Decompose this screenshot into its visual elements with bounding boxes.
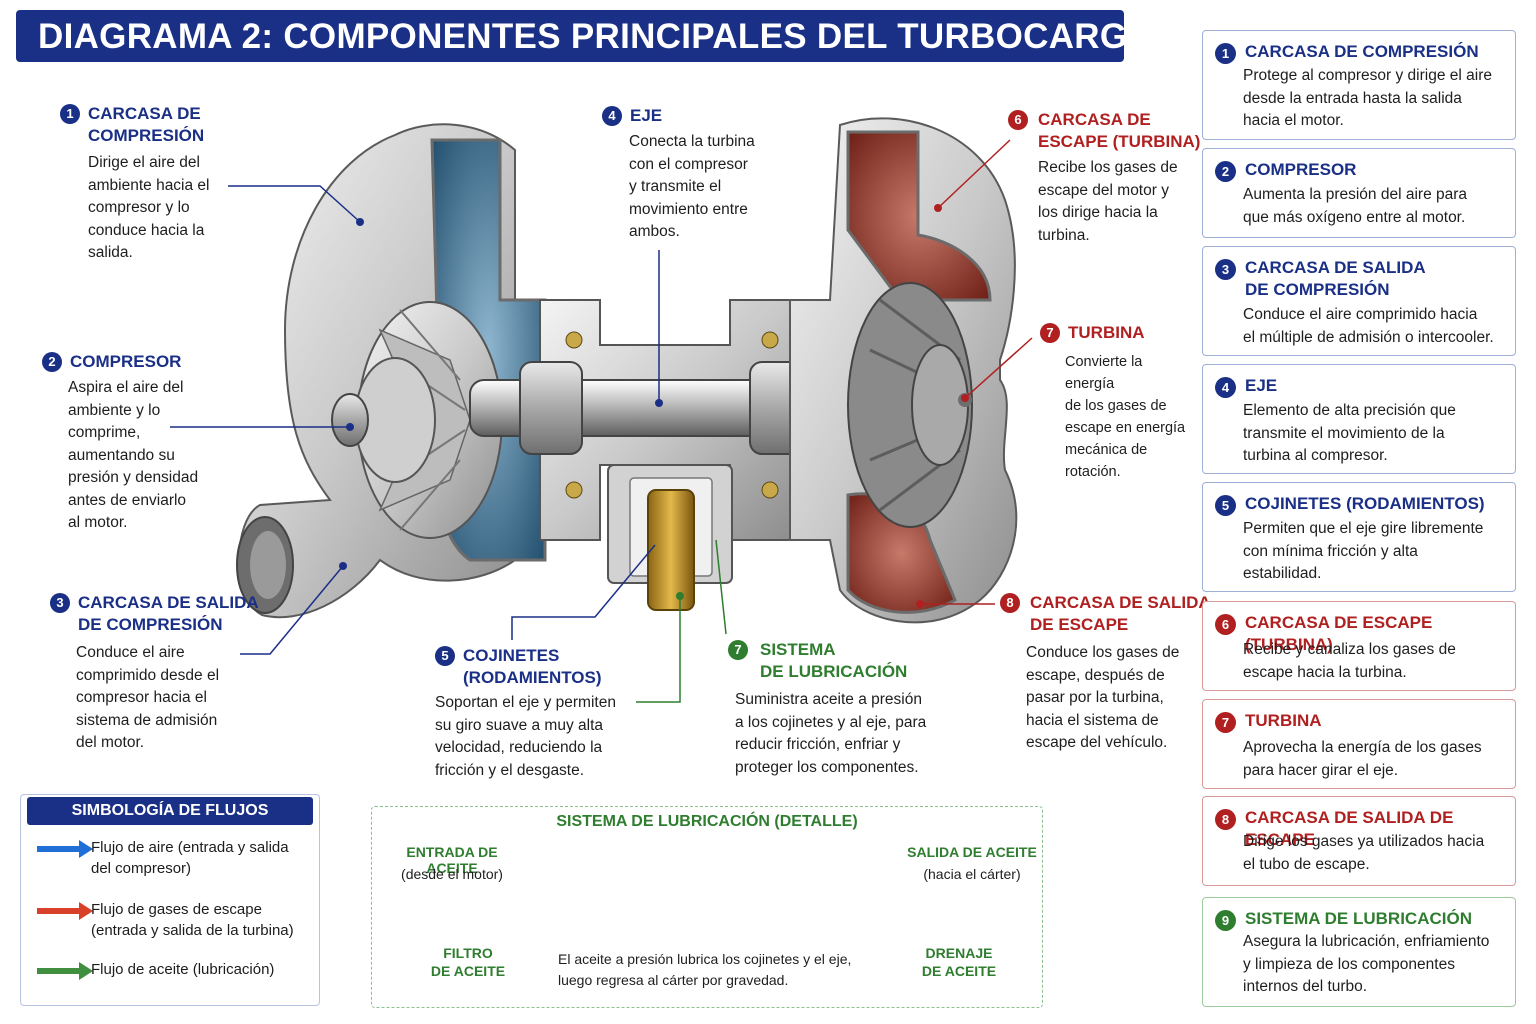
lubrication-detail-title: SISTEMA DE LUBRICACIÓN (DETALLE) bbox=[556, 813, 858, 830]
callout-number: 1 bbox=[60, 104, 80, 124]
card-title: EJE bbox=[1245, 376, 1278, 395]
card-number: 5 bbox=[1215, 495, 1236, 516]
callout-number: 3 bbox=[50, 593, 70, 613]
callout-title: COMPRESOR bbox=[70, 352, 182, 371]
card-number: 3 bbox=[1215, 259, 1236, 280]
card-number: 9 bbox=[1215, 910, 1236, 931]
card-number: 7 bbox=[1215, 712, 1236, 733]
summary-card-turbine: 7 TURBINA Aprovecha la energía de los ga… bbox=[1202, 699, 1516, 789]
card-number: 2 bbox=[1215, 161, 1236, 182]
oil-inlet-label: ENTRADA DE ACEITE bbox=[406, 844, 498, 876]
summary-card-bearings: 5 COJINETES (RODAMIENTOS) Permiten que e… bbox=[1202, 482, 1516, 592]
callout-number: 2 bbox=[42, 352, 62, 372]
legend-text: Flujo de gases de escape(entrada y salid… bbox=[91, 901, 294, 939]
card-title: SISTEMA DE LUBRICACIÓN bbox=[1245, 909, 1472, 928]
turbine-cavity-top bbox=[846, 130, 992, 302]
oil-feed-fitting bbox=[647, 489, 695, 611]
card-title: COJINETES (RODAMIENTOS) bbox=[1245, 494, 1485, 513]
callout-title: EJE bbox=[630, 106, 663, 125]
turbine-wheel bbox=[847, 282, 973, 528]
summary-card-lubrication: 9 SISTEMA DE LUBRICACIÓN Asegura la lubr… bbox=[1202, 897, 1516, 1007]
oil-outlet-sub: (hacia el cárter) bbox=[923, 866, 1021, 882]
summary-card-exhaust-outlet: 8 CARCASA DE SALIDA DE ESCAPE Dirige los… bbox=[1202, 796, 1516, 886]
callout-title: COJINETES(RODAMIENTOS) bbox=[463, 646, 602, 687]
card-title: CARCASA DE SALIDA DE COMPRESIÓN bbox=[1245, 258, 1426, 299]
lubrication-detail-panel: SISTEMA DE LUBRICACIÓN (DETALLE) ENTRADA… bbox=[371, 806, 1043, 1008]
oil-outlet-label: SALIDA DE ACEITE bbox=[907, 844, 1037, 860]
title-banner: DIAGRAMA 2: COMPONENTES PRINCIPALES DEL … bbox=[16, 10, 1231, 62]
card-title: TURBINA bbox=[1245, 711, 1322, 730]
flow-legend: SIMBOLOGÍA DE FLUJOS Flujo de aire (entr… bbox=[20, 794, 320, 1006]
page-title: DIAGRAMA 2: COMPONENTES PRINCIPALES DEL … bbox=[38, 17, 1232, 56]
callout-number: 6 bbox=[1008, 110, 1028, 130]
exhaust-flow-arrow-icon bbox=[37, 902, 93, 920]
card-number: 6 bbox=[1215, 614, 1236, 635]
card-title: CARCASA DE ESCAPE (TURBINA) bbox=[1245, 613, 1433, 654]
legend-title: SIMBOLOGÍA DE FLUJOS bbox=[27, 797, 313, 825]
oil-inlet-sub: (desde el motor) bbox=[401, 866, 503, 882]
summary-card-compression-outlet: 3 CARCASA DE SALIDA DE COMPRESIÓN Conduc… bbox=[1202, 246, 1516, 356]
card-title: CARCASA DE COMPRESIÓN bbox=[1245, 42, 1479, 61]
callout-number: 7 bbox=[728, 640, 748, 660]
card-number: 8 bbox=[1215, 809, 1236, 830]
summary-card-compression-housing: 1 CARCASA DE COMPRESIÓN Protege al compr… bbox=[1202, 30, 1516, 140]
callout-number: 5 bbox=[435, 646, 455, 666]
oil-flow-arrow-icon bbox=[37, 962, 93, 980]
summary-card-compressor: 2 COMPRESOR Aumenta la presión del aire … bbox=[1202, 148, 1516, 238]
card-number: 4 bbox=[1215, 377, 1236, 398]
callout-number: 4 bbox=[602, 106, 622, 126]
legend-text: Flujo de aceite (lubricación) bbox=[91, 961, 275, 978]
leader-lines bbox=[170, 139, 1033, 703]
air-flow-arrow-icon bbox=[37, 840, 93, 858]
legend-item-exhaust: Flujo de gases de escape(entrada y salid… bbox=[21, 899, 319, 943]
card-number: 1 bbox=[1215, 43, 1236, 64]
callout-number: 8 bbox=[1000, 593, 1020, 613]
card-title: COMPRESOR bbox=[1245, 160, 1357, 179]
callout-number: 7 bbox=[1040, 323, 1060, 343]
summary-card-exhaust-housing: 6 CARCASA DE ESCAPE (TURBINA) Recibe y c… bbox=[1202, 601, 1516, 691]
leader-dots bbox=[339, 204, 969, 608]
legend-item-oil: Flujo de aceite (lubricación) bbox=[21, 959, 319, 983]
callout-title: TURBINA bbox=[1068, 323, 1145, 342]
lubrication-caption: El aceite a presión lubrica los cojinete… bbox=[558, 951, 852, 988]
card-title: CARCASA DE SALIDA DE ESCAPE bbox=[1245, 808, 1454, 849]
